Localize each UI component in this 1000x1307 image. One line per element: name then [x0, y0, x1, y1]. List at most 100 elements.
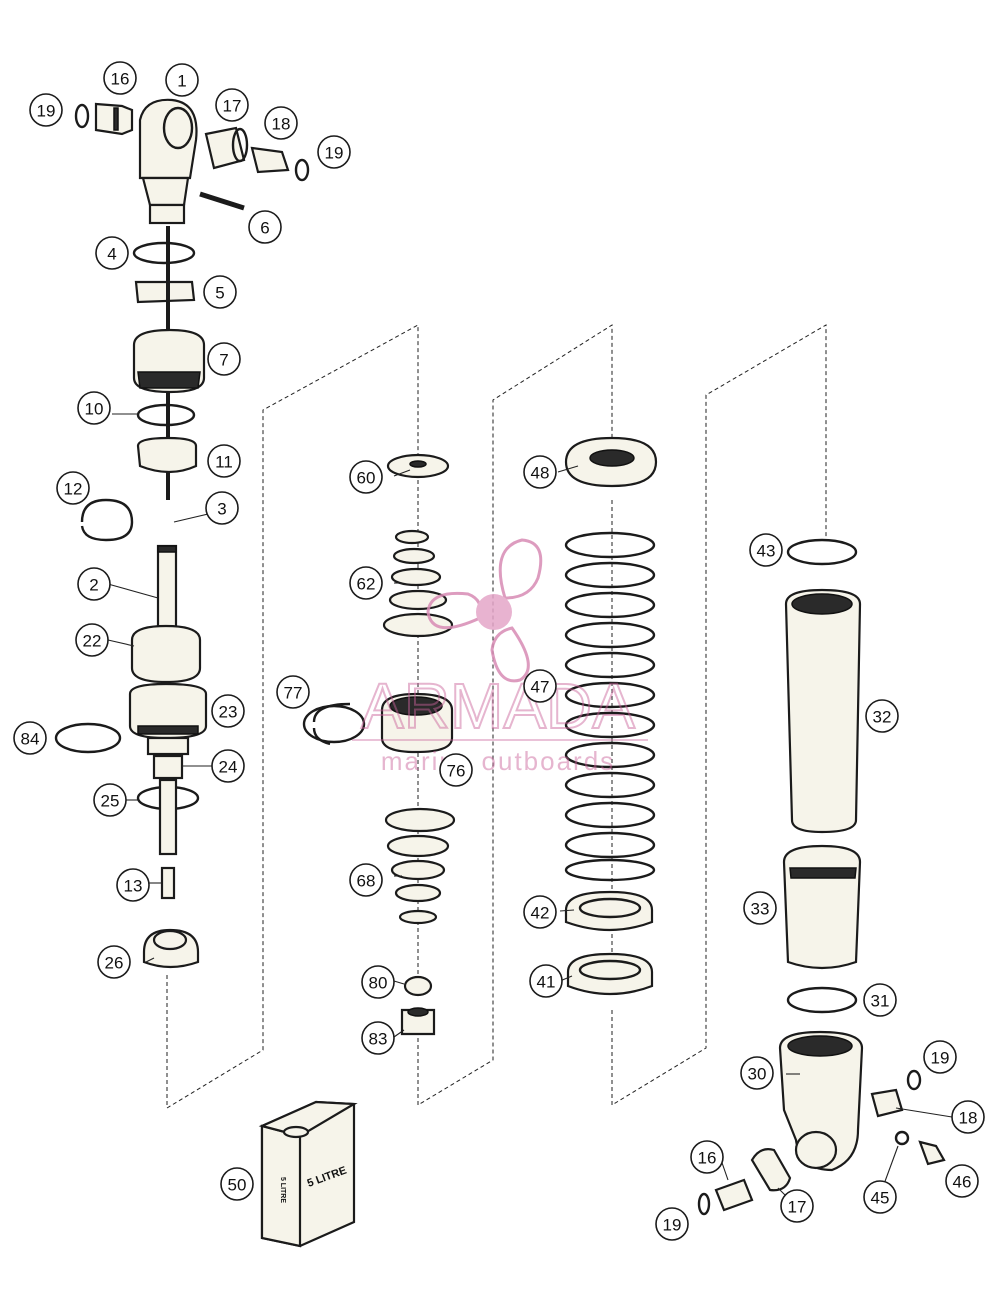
sleeve-33	[782, 844, 862, 970]
callout-circle	[95, 236, 129, 270]
callout-circle	[56, 471, 90, 505]
callout-2: 2	[77, 567, 111, 601]
screw-13	[160, 866, 176, 900]
callout-19: 19	[317, 135, 351, 169]
callout-number: 41	[537, 973, 556, 992]
shims-62	[382, 612, 454, 638]
fitting-16-bottom	[714, 1178, 754, 1212]
callout-number: 80	[369, 974, 388, 993]
callout-number: 19	[931, 1049, 950, 1068]
callout-number: 7	[219, 351, 228, 370]
callout-68: 68	[349, 863, 383, 897]
callout-number: 33	[751, 900, 770, 919]
callout-circle	[77, 391, 111, 425]
washer-5	[134, 280, 196, 304]
callout-number: 10	[85, 400, 104, 419]
callout-number: 62	[357, 575, 376, 594]
housing-assembly	[697, 538, 946, 1216]
callout-number: 32	[873, 708, 892, 727]
callout-circle	[655, 1207, 689, 1241]
spring-47	[564, 531, 656, 882]
callout-circle	[923, 1040, 957, 1074]
callout-number: 18	[272, 115, 291, 134]
valve-24	[152, 754, 184, 780]
propeller-logo-icon	[426, 538, 543, 683]
callout-46: 46	[945, 1164, 979, 1198]
callout-16: 16	[103, 61, 137, 95]
washer-45	[894, 1130, 910, 1146]
callout-22: 22	[75, 623, 109, 657]
callout-circle	[248, 210, 282, 244]
bushing-17-bottom	[750, 1148, 792, 1192]
callout-19: 19	[655, 1207, 689, 1241]
callout-number: 19	[663, 1216, 682, 1235]
fitting-18-right	[870, 1088, 904, 1118]
callout-number: 46	[953, 1173, 972, 1192]
callout-circle	[77, 567, 111, 601]
callout-17: 17	[780, 1189, 814, 1223]
callout-number: 83	[369, 1030, 388, 1049]
callout-circle	[317, 135, 351, 169]
tube-32	[784, 588, 862, 834]
callout-19: 19	[923, 1040, 957, 1074]
bushing-17	[204, 126, 246, 170]
callout-number: 4	[107, 245, 116, 264]
callout-circle	[865, 699, 899, 733]
callout-25: 25	[93, 783, 127, 817]
callout-number: 12	[64, 480, 83, 499]
circlip-12	[80, 498, 134, 542]
callout-number: 45	[871, 1189, 890, 1208]
callout-number: 19	[325, 144, 344, 163]
callout-45: 45	[863, 1180, 897, 1214]
callout-80: 80	[361, 965, 395, 999]
callout-12: 12	[56, 471, 90, 505]
callout-31: 31	[863, 983, 897, 1017]
callout-circle	[951, 1100, 985, 1134]
callout-number: 17	[223, 97, 242, 116]
bleed-screw-46	[918, 1140, 946, 1166]
callout-circle	[276, 675, 310, 709]
callout-circle	[29, 93, 63, 127]
piston-rod-2	[156, 544, 178, 638]
callout-circle	[361, 965, 395, 999]
callout-circle	[523, 669, 557, 703]
callout-number: 1	[177, 72, 186, 91]
seal-head-22	[130, 624, 202, 684]
callout-circle	[215, 88, 249, 122]
callout-number: 23	[219, 703, 238, 722]
callout-11: 11	[207, 444, 241, 478]
callout-77: 77	[276, 675, 310, 709]
callout-number: 26	[105, 954, 124, 973]
callout-number: 11	[215, 453, 233, 472]
callout-number: 25	[101, 792, 120, 811]
callout-19: 19	[29, 93, 63, 127]
ring-31	[786, 986, 858, 1014]
callout-23: 23	[211, 694, 245, 728]
watermark-brand: ARMADA	[361, 670, 635, 742]
callout-circle	[780, 1189, 814, 1223]
callout-number: 42	[531, 904, 550, 923]
callout-number: 22	[83, 632, 102, 651]
callout-circle	[220, 1167, 254, 1201]
callout-circle	[205, 491, 239, 525]
shim-stack-assembly	[302, 453, 456, 1036]
callout-circle	[945, 1164, 979, 1198]
armada-watermark: ARMADA marine outboards	[352, 538, 648, 776]
spacer-11	[136, 436, 198, 474]
callout-number: 17	[788, 1198, 807, 1217]
callout-84: 84	[13, 721, 47, 755]
callout-circle	[863, 983, 897, 1017]
callout-circle	[165, 63, 199, 97]
callout-circle	[523, 895, 557, 929]
callout-1: 1	[165, 63, 199, 97]
callout-number: 6	[260, 219, 269, 238]
top-eye	[138, 98, 198, 180]
callout-number: 18	[959, 1109, 978, 1128]
callout-circle	[523, 455, 557, 489]
ring-4	[132, 241, 196, 265]
callout-circle	[863, 1180, 897, 1214]
callout-32: 32	[865, 699, 899, 733]
callout-circle	[740, 1056, 774, 1090]
